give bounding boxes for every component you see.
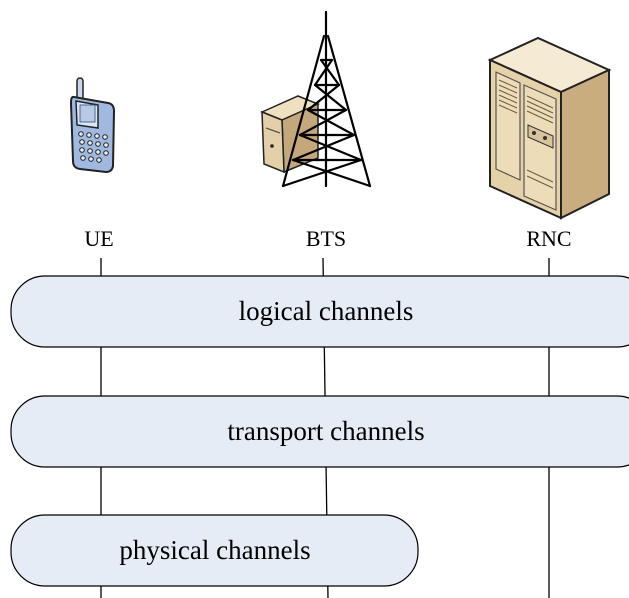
rnc-label: RNC [526,226,571,251]
band-transport [10,395,629,468]
physical-channels-label: physical channels [119,535,310,565]
mobile-phone-icon [69,77,116,174]
ue-label: UE [84,226,113,251]
band-physical [10,514,419,587]
band-logical [10,275,629,348]
cell-tower-icon [260,10,372,188]
logical-channels-label: logical channels [239,296,414,326]
channel-band-transport: transport channels [10,395,629,468]
channel-band-logical: logical channels [10,275,629,348]
server-rack-icon [487,36,612,220]
transport-channels-label: transport channels [227,416,424,446]
channel-band-physical: physical channels [10,514,419,587]
bts-label: BTS [306,226,346,251]
